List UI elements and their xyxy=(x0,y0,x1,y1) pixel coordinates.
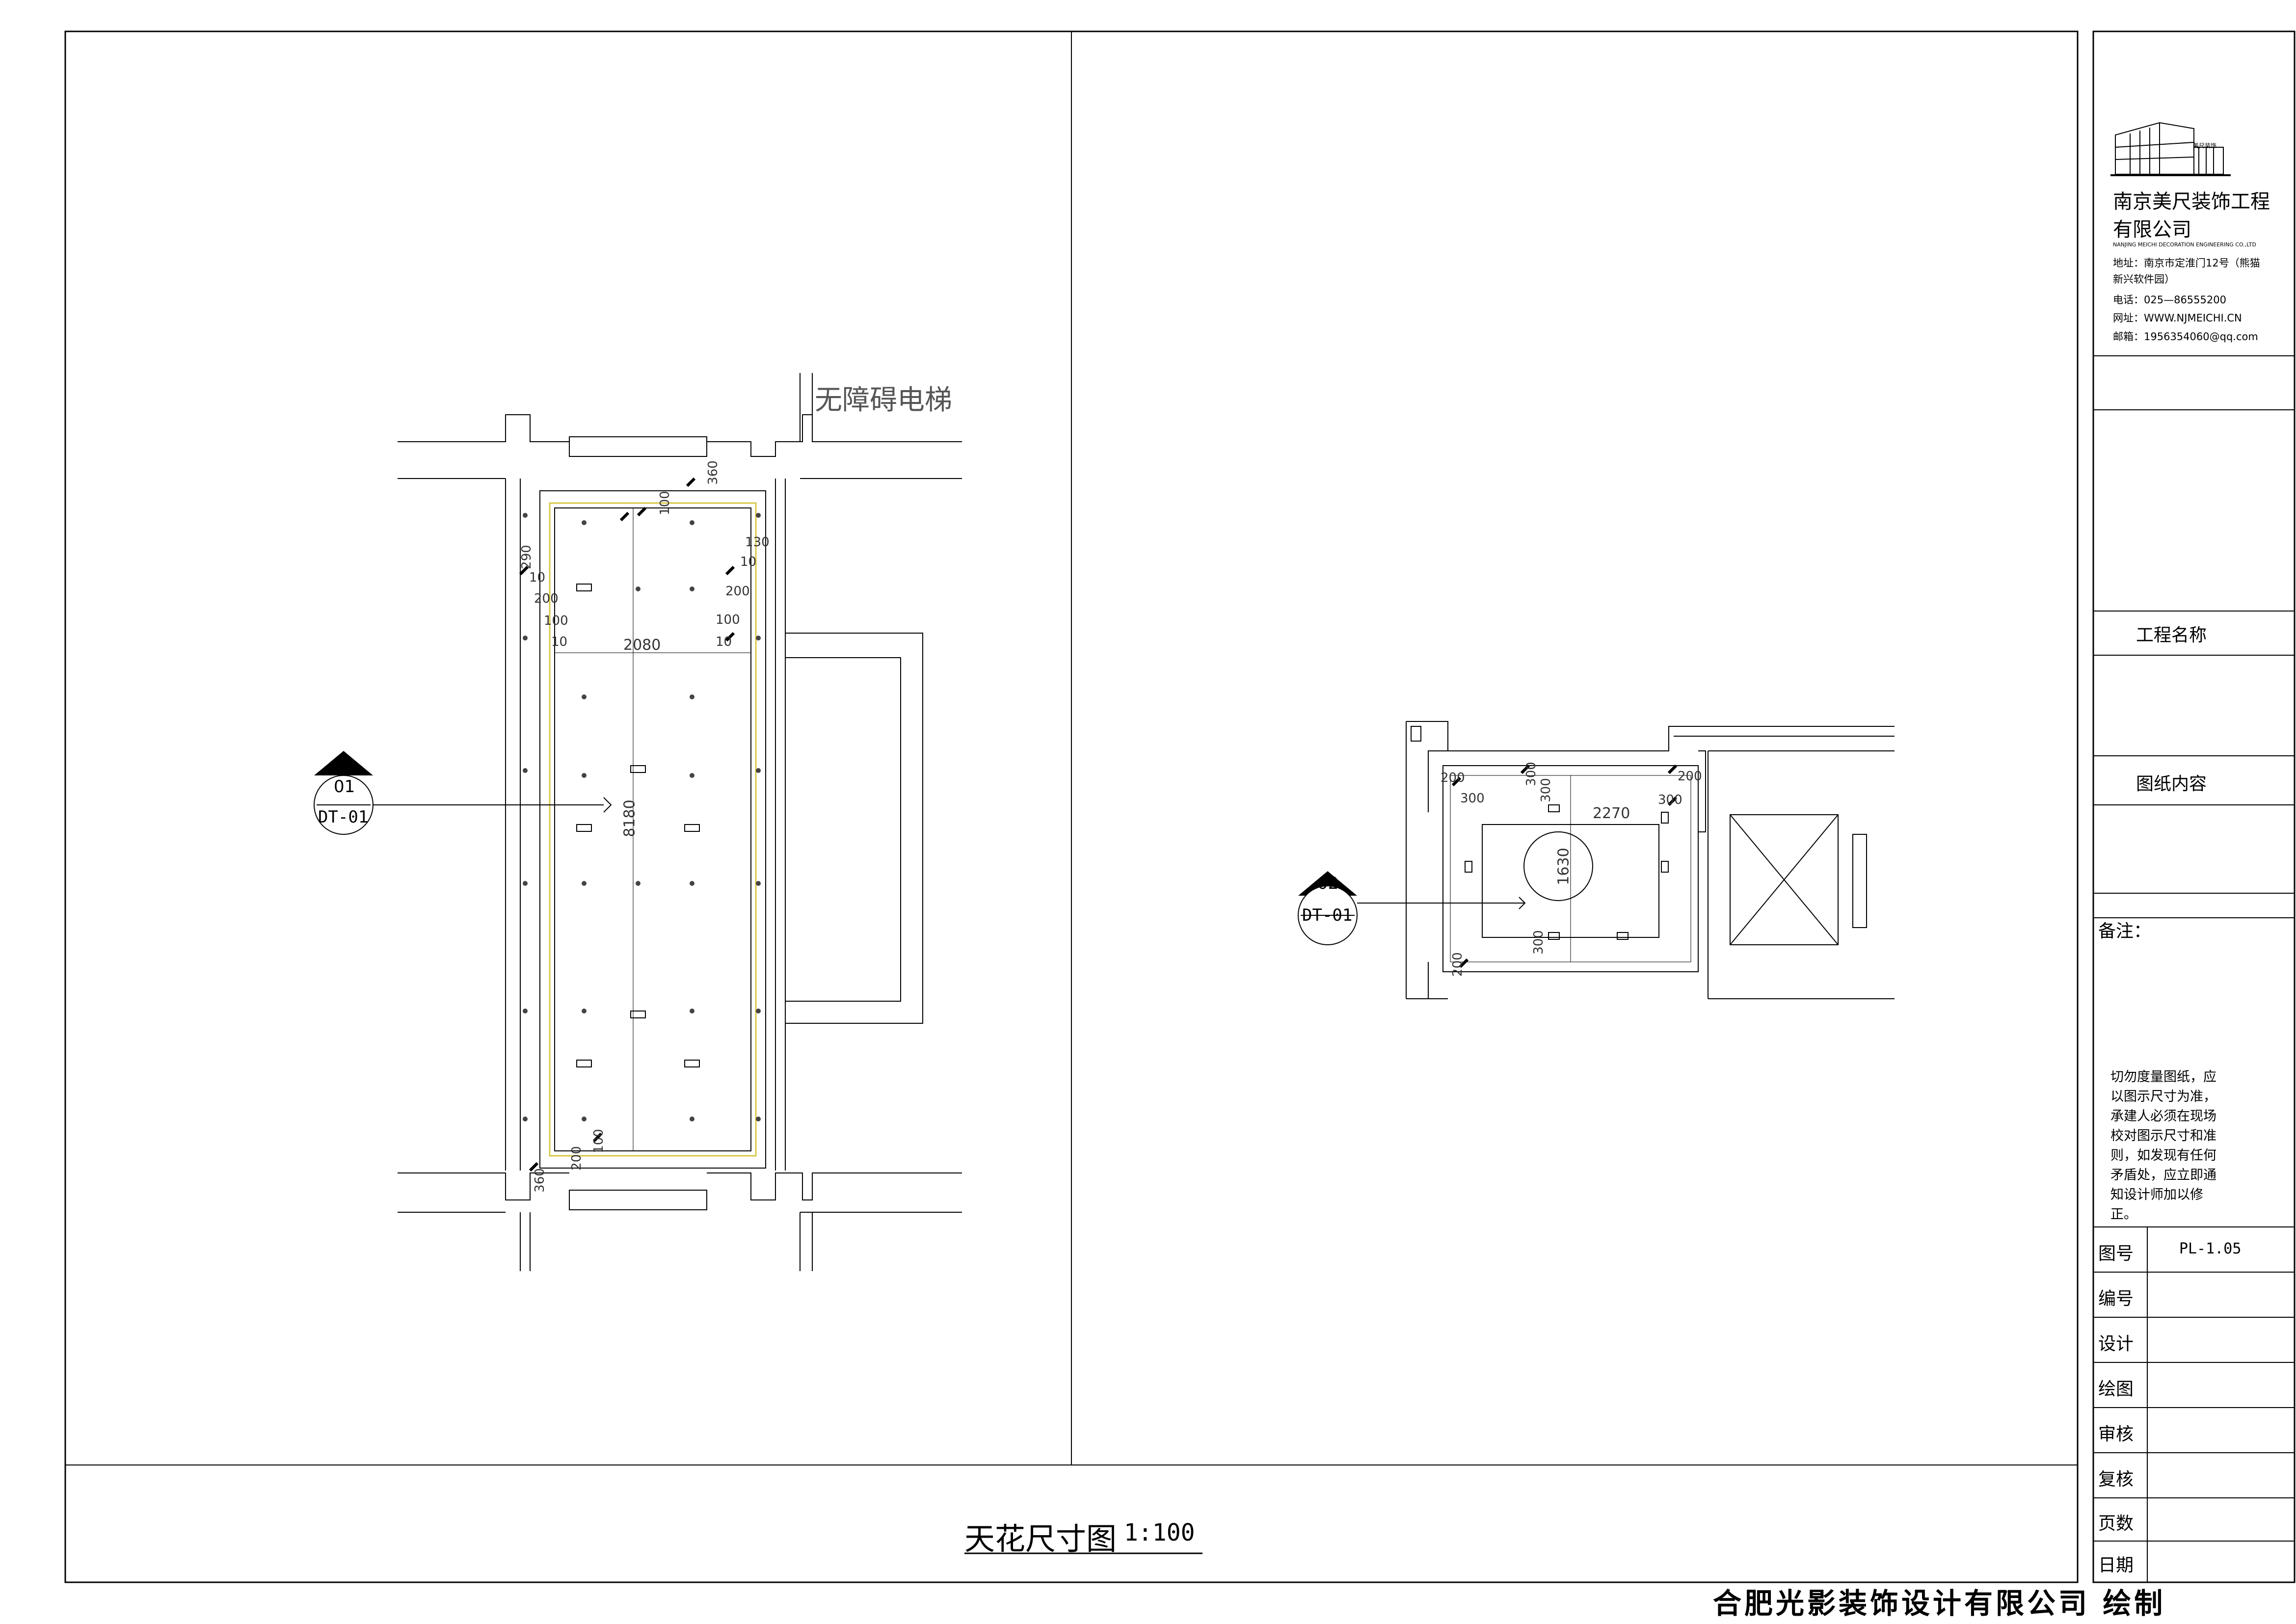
dimension-ticks xyxy=(519,477,1678,1172)
company-phone: 电话：025—86555200 xyxy=(2113,294,2226,306)
dimension-label: 100 xyxy=(657,491,672,515)
dimension-label: 100 xyxy=(544,613,568,628)
drawing-title: 天花尺寸图 xyxy=(964,1521,1117,1557)
ceiling-lights-01 xyxy=(523,513,761,1121)
dimension-label: 200 xyxy=(1678,769,1702,784)
company-address: 地址：南京市定淮门12号（熊猫 xyxy=(2113,257,2260,269)
dimension-label: 130 xyxy=(745,535,770,550)
company-email: 邮箱：1956354060@qq.com xyxy=(2113,331,2258,343)
dimension-label: 300 xyxy=(1538,778,1553,802)
dimension-label: 300 xyxy=(1531,930,1546,955)
dimension-label: 360 xyxy=(705,460,721,485)
drawing-number-value: PL-1.05 xyxy=(2179,1240,2242,1257)
dimension-label: 10 xyxy=(529,570,546,585)
marker-02-number: 02 xyxy=(1317,874,1339,893)
design-label: 设计 xyxy=(2098,1334,2134,1354)
dimension-label: 10 xyxy=(740,555,757,569)
drawing-notice: 切勿度量图纸，应以图示尺寸为准，承建人必须在现场校对图示尺寸和准则，如发现有任何… xyxy=(2110,1069,2216,1222)
ceiling-lights-02 xyxy=(1465,804,1669,940)
dimension-label: 300 xyxy=(1523,762,1539,786)
dimension-label: 2080 xyxy=(623,637,661,654)
dimension-label: 300 xyxy=(1460,791,1485,806)
dimension-label: 200 xyxy=(534,591,559,606)
dimension-label: 10 xyxy=(716,635,732,649)
date-label: 日期 xyxy=(2098,1555,2134,1575)
marker-01-ref: DT-01 xyxy=(318,807,369,827)
recheck-label: 复核 xyxy=(2098,1469,2134,1490)
project-name-label: 工程名称 xyxy=(2136,625,2207,645)
remarks-label: 备注： xyxy=(2098,921,2152,941)
marker-02-ref: DT-01 xyxy=(1302,905,1353,925)
title-block xyxy=(2092,30,2296,1583)
company-logo xyxy=(2110,122,2231,176)
ceiling-plan-02 xyxy=(1406,721,1895,999)
dimension-label: 360 xyxy=(532,1168,547,1193)
drawing-number-label: 图号 xyxy=(2098,1244,2134,1264)
logo-sign: 美尺装饰 xyxy=(2193,142,2217,149)
section-marker-01 xyxy=(314,751,612,835)
drawing-content-label: 图纸内容 xyxy=(2136,774,2207,794)
serial-number-label: 编号 xyxy=(2098,1289,2134,1309)
drafting-label: 绘图 xyxy=(2098,1379,2134,1399)
dimension-label: 200 xyxy=(569,1146,584,1171)
dimension-label: 200 xyxy=(725,584,750,599)
company-website: 网址：WWW.NJMEICHI.CN xyxy=(2113,312,2242,324)
dimension-label: 1630 xyxy=(1555,848,1573,885)
dimension-label: 200 xyxy=(1441,771,1465,785)
dimension-label: 290 xyxy=(519,545,534,569)
company-name-en: NANJING MEICHI DECORATION ENGINEERING CO… xyxy=(2113,241,2256,248)
footer-credit: 合肥光影装饰设计有限公司 绘制 xyxy=(1713,1587,2166,1620)
marker-01-number: 01 xyxy=(334,777,355,797)
pages-label: 页数 xyxy=(2098,1514,2134,1534)
section-marker-02 xyxy=(1298,871,1526,945)
review-label: 审核 xyxy=(2098,1424,2134,1444)
dimension-label: 10 xyxy=(551,635,568,649)
company-name: 南京美尺装饰工程 xyxy=(2113,190,2270,213)
ceiling-plan-01 xyxy=(398,373,962,1271)
elevator-label: 无障碍电梯 xyxy=(815,384,952,415)
dimension-label: 200 xyxy=(1450,952,1465,977)
drawing-scale: 1:100 xyxy=(1124,1519,1195,1546)
dimension-label: 100 xyxy=(716,612,740,627)
dimension-label: 8180 xyxy=(621,799,639,837)
company-name-suffix: 有限公司 xyxy=(2113,218,2191,241)
dimension-label: 100 xyxy=(591,1129,606,1153)
dimension-label: 300 xyxy=(1658,793,1682,807)
company-address-cont: 新兴软件园） xyxy=(2113,273,2175,285)
dimension-label: 2270 xyxy=(1593,805,1630,822)
